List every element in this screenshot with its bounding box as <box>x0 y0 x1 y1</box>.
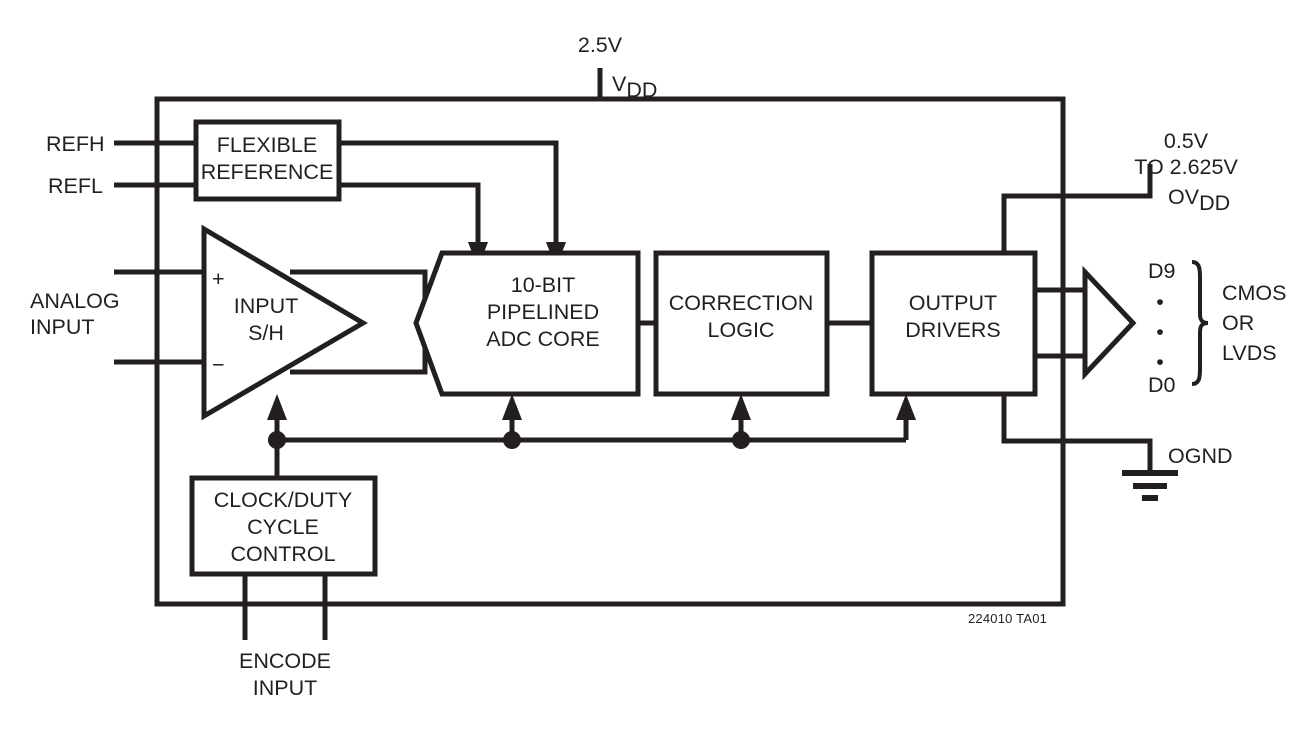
block-clock-duty-cycle-control: CLOCK/DUTY CYCLE CONTROL <box>189 475 378 577</box>
block-correction-logic: CORRECTION LOGIC <box>653 250 830 397</box>
sh-plus-sign: + <box>212 267 225 291</box>
block-input-sh-line2: S/H <box>248 321 284 345</box>
output-bus-dot-3: • <box>1156 350 1164 374</box>
ognd-rail-wire <box>1001 394 1153 472</box>
output-bus-lsb-label: D0 <box>1148 373 1176 397</box>
chip-boundary <box>154 96 1066 607</box>
ovdd-voltage-label-line1: 0.5V <box>1164 129 1209 153</box>
reference-to-adc-wire-high <box>339 140 566 268</box>
ognd-pin-label: OGND <box>1168 444 1233 468</box>
block-adc-core-line3: ADC CORE <box>486 327 599 351</box>
block-correction-logic-line2: LOGIC <box>708 318 775 342</box>
block-adc-core: 10-BIT PIPELINED ADC CORE <box>413 250 641 397</box>
clock-node-dot-3 <box>732 431 750 449</box>
block-output-drivers-line1: OUTPUT <box>909 291 997 315</box>
block-flexible-reference-line2: REFERENCE <box>201 160 334 184</box>
sh-minus-sign: − <box>212 353 225 377</box>
ovdd-rail-wire <box>1001 164 1153 253</box>
encode-input-label-line2: INPUT <box>253 676 318 700</box>
clock-distribution-bus <box>267 394 916 478</box>
block-adc-core-line2: PIPELINED <box>487 300 599 324</box>
block-clock-line2: CYCLE <box>247 515 319 539</box>
ground-symbol-icon <box>1122 470 1178 501</box>
digital-output-bus <box>1035 265 1137 381</box>
block-output-drivers: OUTPUT DRIVERS <box>869 250 1038 397</box>
output-type-label-line1: CMOS <box>1222 281 1287 305</box>
block-adc-core-line1: 10-BIT <box>511 273 576 297</box>
analog-input-label-line1: ANALOG <box>30 289 120 313</box>
output-type-label-line3: LVDS <box>1222 341 1277 365</box>
output-bus-brace-icon <box>1191 260 1209 386</box>
output-bus-dot-1: • <box>1156 290 1164 314</box>
block-input-sh-line1: INPUT <box>234 294 299 318</box>
output-type-label-line2: OR <box>1222 311 1254 335</box>
figure-caption: 224010 TA01 <box>968 611 1047 626</box>
output-bus-dot-2: • <box>1156 320 1164 344</box>
block-correction-logic-line1: CORRECTION <box>669 291 814 315</box>
block-clock-line3: CONTROL <box>230 542 335 566</box>
ovdd-pin-label: OVDD <box>1168 185 1230 215</box>
output-bus-msb-label: D9 <box>1148 259 1175 283</box>
block-flexible-reference-line1: FLEXIBLE <box>217 133 317 157</box>
encode-input-wires <box>242 574 328 640</box>
refh-pin-label: REFH <box>46 132 105 156</box>
block-input-sh: + − INPUT S/H <box>201 224 368 421</box>
vdd-pin-label: VDD <box>612 72 657 102</box>
ovdd-voltage-label-line2: TO 2.625V <box>1134 155 1238 179</box>
vdd-voltage-label: 2.5V <box>578 33 623 57</box>
clock-node-dot-2 <box>503 431 521 449</box>
encode-input-label-line1: ENCODE <box>239 649 331 673</box>
block-output-drivers-line2: DRIVERS <box>905 318 1001 342</box>
analog-input-label-line2: INPUT <box>30 315 95 339</box>
block-clock-line1: CLOCK/DUTY <box>214 488 353 512</box>
refl-pin-label: REFL <box>48 174 103 198</box>
block-flexible-reference: FLEXIBLE REFERENCE <box>193 119 342 202</box>
